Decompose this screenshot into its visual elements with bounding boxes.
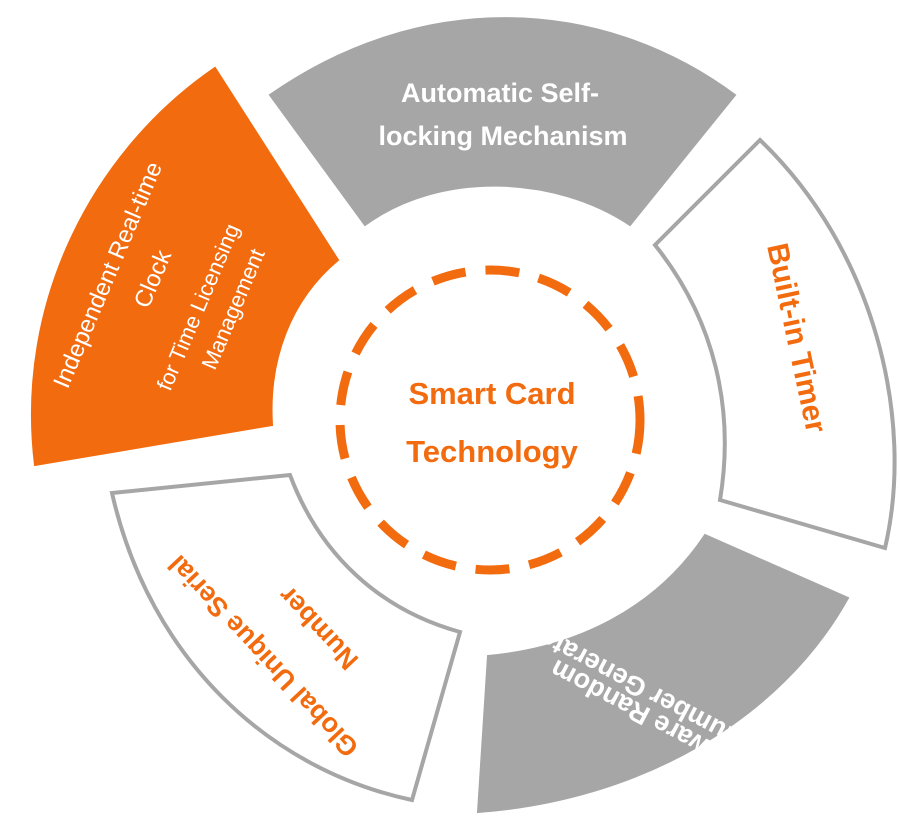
segment-timer-shape bbox=[652, 137, 897, 551]
segment-rng-shape bbox=[476, 533, 850, 814]
segment-self-locking-shape bbox=[268, 17, 737, 227]
center-dashed-ring bbox=[335, 265, 645, 575]
segment-clock-shape bbox=[30, 66, 340, 467]
segment-self-locking-line1: Automatic Self- bbox=[401, 78, 599, 108]
center-title-line1: Smart Card bbox=[408, 376, 575, 411]
segment-serial: Global Unique Serial Number bbox=[109, 472, 463, 803]
segment-timer: Built-in Timer bbox=[652, 137, 897, 551]
segment-self-locking-line2: locking Mechanism bbox=[378, 121, 627, 151]
segment-clock: Independent Real-time Clock for Time Lic… bbox=[30, 66, 340, 467]
segment-self-locking: Automatic Self- locking Mechanism bbox=[268, 17, 737, 227]
center-title-line2: Technology bbox=[406, 434, 578, 469]
segment-serial-shape bbox=[109, 472, 463, 803]
segment-rng: Hardware Random Number Generator bbox=[476, 533, 850, 814]
